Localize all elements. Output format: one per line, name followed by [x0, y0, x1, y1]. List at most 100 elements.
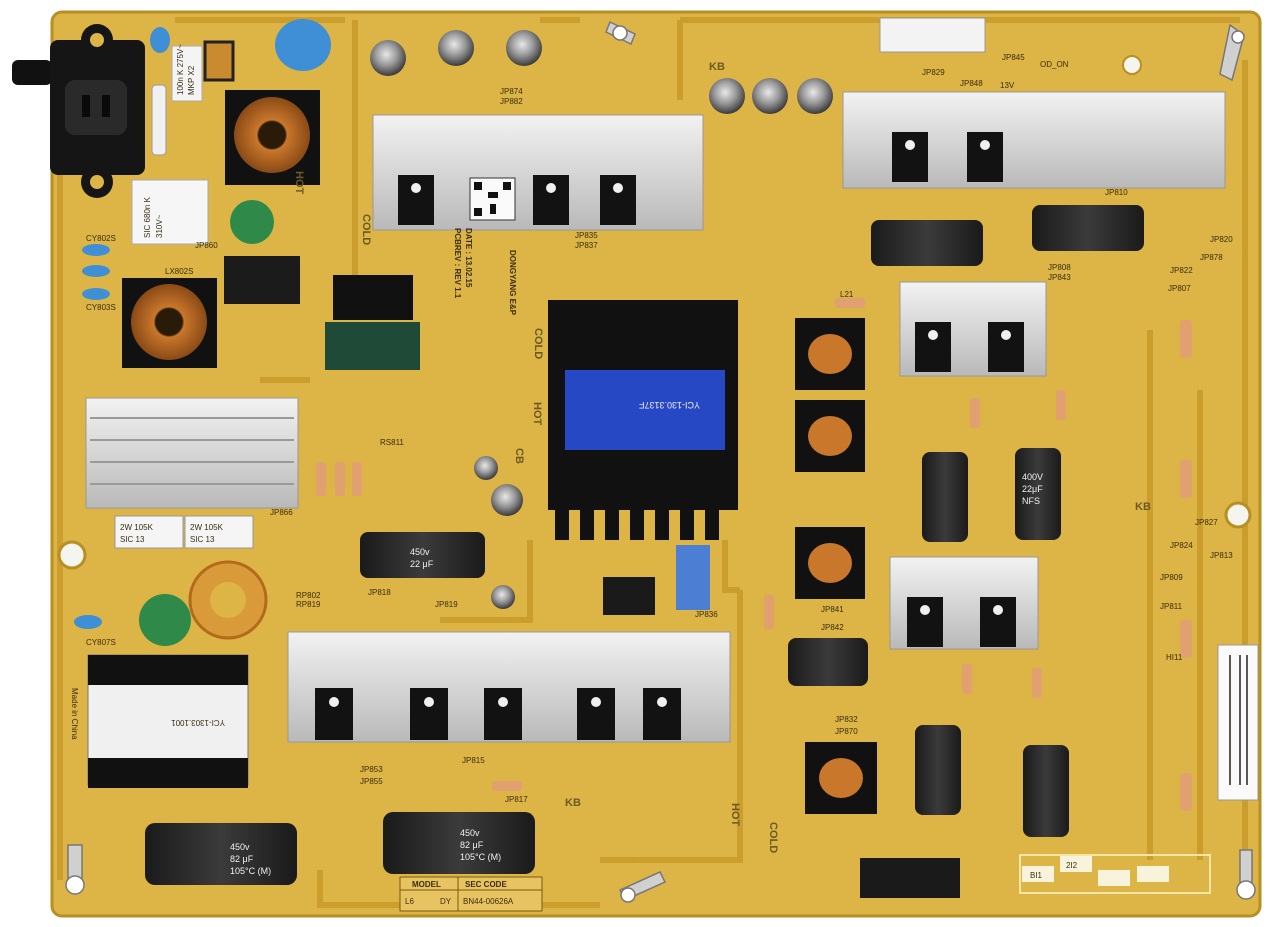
aux-transformer [325, 322, 420, 370]
svg-text:JP810: JP810 [1105, 188, 1128, 197]
silkscreen-designators: JP874 JP882 JP829 JP848 JP845 JP860 JP86… [86, 53, 1233, 804]
svg-text:JP817: JP817 [505, 795, 528, 804]
model-table: MODEL SEC CODE L6 DY BN44-00626A [399, 876, 543, 912]
small-electrolytics [370, 30, 833, 609]
svg-text:JP829: JP829 [922, 68, 945, 77]
xcap-2-line1: 100n K 275V~ [176, 44, 185, 95]
bulk-capacitor-left: 450v 82 μF 105°C (M) [145, 823, 297, 885]
pcb-rev: PCBREV : REV 1.1 [453, 228, 462, 299]
svg-text:JP820: JP820 [1210, 235, 1233, 244]
svg-text:JP811: JP811 [1160, 602, 1183, 611]
ac-inlet [12, 24, 145, 198]
svg-text:CY807S: CY807S [86, 638, 116, 647]
screw-lugs [65, 20, 1256, 903]
svg-text:JP870: JP870 [835, 727, 858, 736]
vertical-capacitors-right: 400V 22μF NFS [915, 448, 1069, 837]
fuse [151, 84, 167, 156]
barcode-sticker [1217, 644, 1259, 801]
resistors [316, 298, 1192, 811]
bottom-right-labels: BI1 2I2 [1019, 854, 1211, 894]
xcap-1-line1: SIC 680n K [143, 196, 152, 238]
svg-text:RP802: RP802 [296, 591, 321, 600]
led-inductors [795, 318, 877, 814]
common-mode-chokes [122, 40, 320, 640]
zone-cb: CB [513, 448, 525, 464]
svg-text:L21: L21 [840, 290, 854, 299]
svg-text:JP809: JP809 [1160, 573, 1183, 582]
label-l21: BI1 [1030, 871, 1043, 880]
zone-kb-3: KB [565, 797, 581, 809]
output-connector-bottom [860, 858, 960, 898]
relay [224, 256, 300, 304]
model-value: L6 [405, 897, 414, 906]
main-transformer: YCI-130.3137F [548, 300, 738, 540]
svg-text:RP819: RP819 [296, 600, 321, 609]
svg-text:JP832: JP832 [835, 715, 858, 724]
horizontal-capacitors: 450v 22 μF [360, 205, 1144, 686]
svg-text:JP813: JP813 [1210, 551, 1233, 560]
y-capacitors [74, 19, 331, 629]
res-box-2-line1: 2W 105K [190, 523, 224, 532]
sec-code-value: BN44-00626A [463, 897, 514, 906]
svg-text:JP841: JP841 [821, 605, 844, 614]
res-box-2-line2: SIC 13 [190, 535, 215, 544]
svg-text:JP874: JP874 [500, 87, 523, 96]
made-in: Made in China [70, 688, 79, 740]
svg-text:JP815: JP815 [462, 756, 485, 765]
film-capacitor [676, 545, 710, 610]
connector-od-on: OD_ON [1040, 60, 1069, 69]
pcb-traces [57, 17, 1248, 908]
zone-hot-3: HOT [729, 803, 741, 827]
svg-text:JP836: JP836 [695, 610, 718, 619]
maker-logo-text: DONGYANG E&P [508, 250, 517, 316]
ntc-thermistor-1 [230, 200, 274, 244]
cap-right-small-series: NFS [1022, 496, 1040, 506]
svg-text:RS811: RS811 [380, 438, 404, 447]
svg-text:LX802S: LX802S [165, 267, 193, 276]
cap-right-voltage: 450v [460, 828, 480, 838]
svg-text:JP866: JP866 [270, 508, 293, 517]
svg-text:JP843: JP843 [1048, 273, 1071, 282]
cap-left-value: 82 μF [230, 854, 254, 864]
output-connector-top [879, 17, 986, 53]
ntc-thermistor-2 [139, 594, 191, 646]
res-box-1-line2: SIC 13 [120, 535, 145, 544]
svg-text:JP882: JP882 [500, 97, 523, 106]
model-header: MODEL [412, 880, 441, 889]
sec-code-header: SEC CODE [465, 880, 507, 889]
svg-text:JP818: JP818 [368, 588, 391, 597]
svg-text:JP822: JP822 [1170, 266, 1193, 275]
cap-mid-value: 22 μF [410, 559, 434, 569]
zone-cold-2: COLD [532, 328, 544, 359]
model-suffix: DY [440, 897, 452, 906]
pcb-date: DATE : 13.02.15 [464, 228, 473, 288]
svg-text:JP855: JP855 [360, 777, 383, 786]
standby-transformer: YCI-1303.1001 [87, 654, 249, 788]
cap-left-voltage: 450v [230, 842, 250, 852]
cap-left-temp: 105°C (M) [230, 866, 271, 876]
transformer-text-1: YCI-130.3137F [638, 400, 700, 410]
svg-text:JP837: JP837 [575, 241, 598, 250]
svg-text:JP807: JP807 [1168, 284, 1191, 293]
mounting-holes [57, 55, 1252, 570]
svg-text:JP842: JP842 [821, 623, 844, 632]
zone-hot-1: HOT [293, 171, 305, 195]
bulk-capacitor-right: 450v 82 μF 105°C (M) [383, 812, 535, 874]
zone-cold-1: COLD [360, 214, 372, 245]
svg-text:JP860: JP860 [195, 241, 218, 250]
svg-text:JP848: JP848 [960, 79, 983, 88]
cap-right-small-value: 22μF [1022, 484, 1043, 494]
svg-text:JP835: JP835 [575, 231, 598, 240]
cap-right-value: 82 μF [460, 840, 484, 850]
xcap-1-line2: 310V~ [155, 214, 164, 238]
svg-text:CY802S: CY802S [86, 234, 116, 243]
cap-right-temp: 105°C (M) [460, 852, 501, 862]
svg-text:JP808: JP808 [1048, 263, 1071, 272]
res-box-1-line1: 2W 105K [120, 523, 154, 532]
svg-text:JP853: JP853 [360, 765, 383, 774]
svg-text:JP819: JP819 [435, 600, 458, 609]
svg-text:CY803S: CY803S [86, 303, 116, 312]
label-hi11: 2I2 [1066, 861, 1078, 870]
